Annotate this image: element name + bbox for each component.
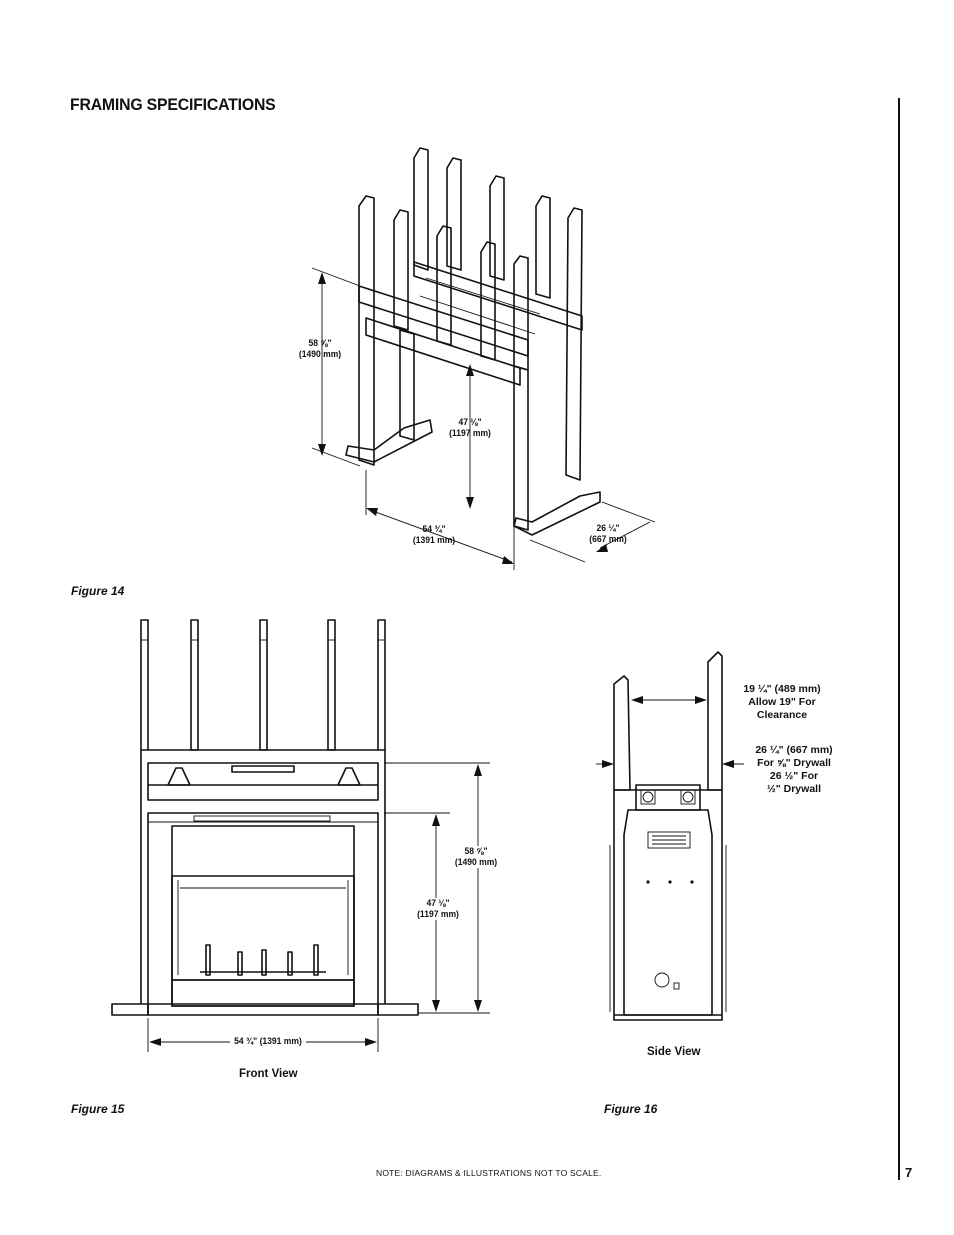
- fig16-depth-note: 26 ¼" (667 mm) For ⅝" Drywall 26 ½" For …: [755, 744, 833, 795]
- fig16-dims: [596, 696, 744, 768]
- front-view-label: Front View: [239, 1068, 298, 1080]
- page-number: 7: [905, 1165, 913, 1180]
- fig15-dim-height-opening: 47 ⅛" (1197 mm): [409, 898, 467, 920]
- figure-16-caption: Figure 16: [604, 1102, 658, 1116]
- side-studs: [613, 651, 723, 791]
- figure-14-caption: Figure 14: [71, 584, 125, 598]
- side-view-label: Side View: [647, 1046, 701, 1058]
- fig14-dim-height-opening: 47 ⅛" (1197 mm): [449, 417, 491, 439]
- fig15-dim-width: 54 ¾" (1391 mm): [234, 1036, 302, 1047]
- fig14-dim-depth: 26 ¼" (667 mm): [589, 523, 627, 545]
- fireplace-body: [111, 800, 419, 1016]
- dim-depth: [529, 501, 656, 563]
- back-studs: [413, 147, 583, 481]
- front-studs: [140, 619, 386, 800]
- dim-height-opening: [466, 364, 474, 509]
- fig14-dim-height-total: 58 ⅝" (1490 mm): [298, 338, 342, 360]
- footer-note: NOTE: DIAGRAMS & ILLUSTRATIONS NOT TO SC…: [376, 1168, 602, 1178]
- figure-15-caption: Figure 15: [71, 1102, 125, 1116]
- page-title: FRAMING SPECIFICATIONS: [70, 95, 276, 114]
- fig16-clearance-note: 19 ¼" (489 mm) Allow 19" For Clearance: [743, 683, 821, 721]
- side-unit: [609, 784, 727, 1021]
- dim-height-total: [311, 267, 361, 467]
- margin-rule: [898, 98, 900, 1180]
- fig14-dim-width: 54 ¾" (1391 mm): [412, 524, 456, 546]
- dim-width: [365, 470, 515, 570]
- header-box: [147, 762, 379, 801]
- fig15-dim-height-total: 58 ⅝" (1490 mm): [447, 846, 505, 868]
